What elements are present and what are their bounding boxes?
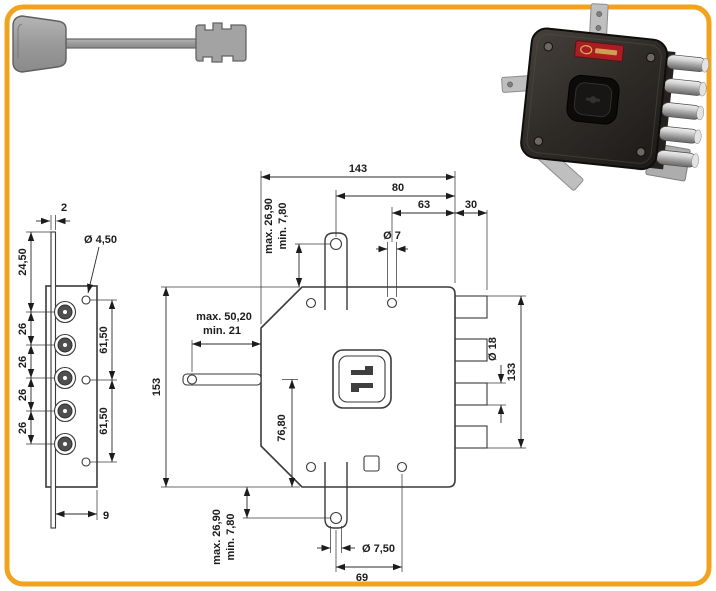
case-screws bbox=[533, 42, 656, 157]
side-left-dimensions: 24,50 26 26 26 26 bbox=[17, 231, 55, 445]
top-tab-travel-dim: max. 26,90 min. 7,80 bbox=[263, 198, 330, 287]
keyhole-knob bbox=[566, 74, 620, 125]
rod-travel-dim: max. 50,20 min. 21 bbox=[191, 311, 261, 372]
bottom-mounting-tab bbox=[324, 462, 348, 529]
side-bolt-ends bbox=[53, 300, 77, 456]
key-illustration bbox=[12, 15, 247, 73]
dim-rod-min: min. 21 bbox=[203, 325, 241, 337]
key-shaft bbox=[65, 38, 201, 49]
lock-bolts bbox=[656, 54, 710, 168]
dim-bottom-tab-max: max. 26,90 bbox=[211, 509, 223, 565]
bolt-dia-dim: Ø 18 bbox=[487, 337, 506, 423]
top-hole-dia-dim: Ø 7 bbox=[376, 230, 408, 297]
dim-overall-width: 143 bbox=[349, 163, 367, 175]
dim-axis-to-bottom: 76,80 bbox=[276, 414, 288, 442]
dim-rod-max: max. 50,20 bbox=[196, 311, 252, 323]
dim-bottom-tab-min: min. 7,80 bbox=[225, 513, 237, 560]
dim-bolt-spacing-3: 26 bbox=[17, 389, 29, 401]
adjustable-rod bbox=[182, 373, 262, 386]
dim-top-tab-max: max. 26,90 bbox=[263, 198, 275, 254]
side-plate-thickness-dim: 2 bbox=[36, 202, 70, 230]
dim-screw-spacing-2: 61,50 bbox=[98, 407, 110, 435]
page-border-frame bbox=[4, 4, 712, 587]
dim-bolt-spacing-1: 26 bbox=[17, 323, 29, 335]
square-hole bbox=[363, 455, 380, 472]
lock-case-bevel bbox=[526, 33, 662, 164]
lock-photo bbox=[501, 3, 710, 191]
dim-top-tab-min: min. 7,80 bbox=[277, 202, 289, 249]
front-view: 143 80 63 30 Ø 7 max. 26,90 min. 7,80 ma… bbox=[151, 163, 526, 584]
lock-body-group bbox=[520, 27, 710, 171]
dim-top-hole-diameter: Ø 7 bbox=[383, 230, 401, 242]
dim-bolt-spacing-2: 26 bbox=[17, 356, 29, 368]
dim-plate-thickness: 2 bbox=[61, 202, 67, 214]
dim-bolt-diameter: Ø 18 bbox=[487, 337, 499, 361]
brand-label bbox=[574, 40, 625, 62]
bottom-hole-dia-dim: Ø 7,50 bbox=[317, 526, 395, 555]
dim-top-spacing: 24,50 bbox=[17, 248, 29, 276]
keyway-icon bbox=[351, 366, 373, 375]
dim-bolt-span: 133 bbox=[506, 363, 518, 381]
bottom-spacing-dim: 69 bbox=[335, 474, 403, 584]
dim-tab-hole-to-edge: 80 bbox=[392, 182, 404, 194]
side-right-dimensions: 61,50 61,50 bbox=[90, 299, 117, 463]
key-bow bbox=[12, 15, 67, 73]
dim-bolt-throw: 30 bbox=[465, 199, 477, 211]
bottom-tab-travel-dim: max. 26,90 min. 7,80 bbox=[211, 487, 330, 565]
side-screw-holes bbox=[81, 295, 91, 467]
side-bottom-dim: 9 bbox=[55, 490, 109, 522]
dim-screw-hole-diameter: Ø 4,50 bbox=[84, 234, 117, 246]
bolt-span-dim: 133 bbox=[487, 295, 526, 449]
dim-screw-spacing-1: 61,50 bbox=[98, 326, 110, 354]
key-bit bbox=[195, 22, 247, 63]
axis-to-bottom-dim: 76,80 bbox=[276, 379, 298, 487]
dim-top-hole-to-edge: 63 bbox=[418, 199, 430, 211]
front-bolts bbox=[454, 295, 488, 449]
dim-overall-height: 153 bbox=[151, 378, 163, 396]
dim-bottom-hole-diameter: Ø 7,50 bbox=[362, 543, 395, 555]
dim-bolt-spacing-4: 26 bbox=[17, 422, 29, 434]
height-dim: 153 bbox=[151, 286, 300, 488]
side-view: 24,50 26 26 26 26 61,50 61,50 2 Ø bbox=[17, 202, 117, 529]
key-escutcheon bbox=[332, 349, 392, 409]
key-bow-detail bbox=[17, 23, 23, 58]
front-top-dimensions: 143 80 63 30 bbox=[260, 163, 488, 324]
front-screw-holes bbox=[305, 297, 408, 473]
dim-bottom-hole-spacing: 69 bbox=[356, 572, 368, 584]
dim-bottom-offset: 9 bbox=[103, 510, 109, 522]
side-screw-dia-dim: Ø 4,50 bbox=[84, 234, 117, 294]
